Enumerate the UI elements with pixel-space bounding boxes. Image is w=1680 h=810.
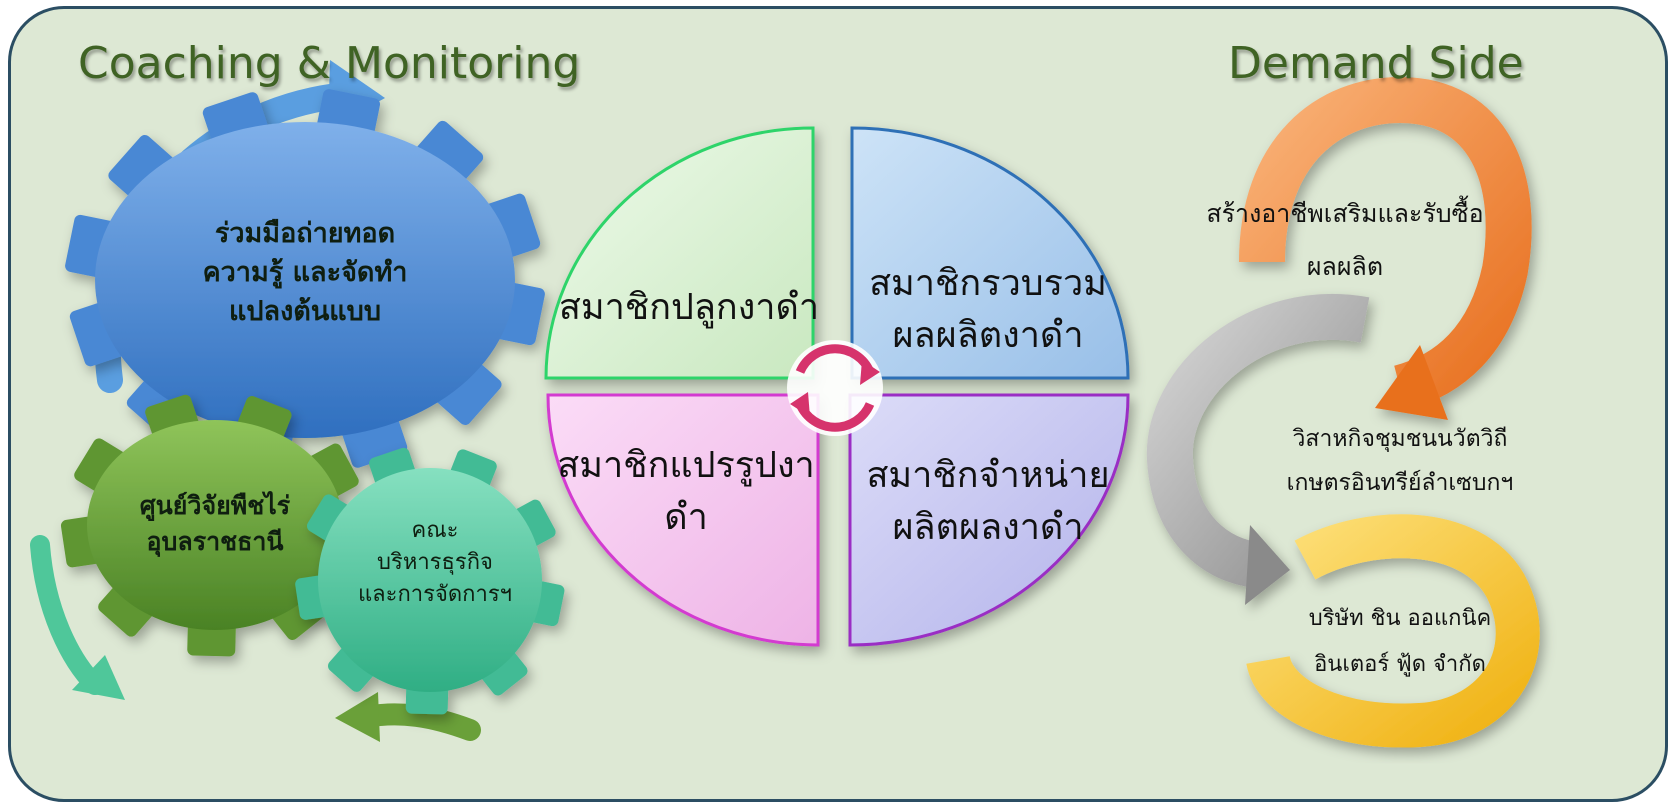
gear-teal-line-2: บริหารธุรกิจ <box>377 549 493 575</box>
gear-blue-label: ร่วมมือถ่ายทอด ความรู้ และจัดทำ แปลงต้นแ… <box>160 214 450 331</box>
gear-teal-label: คณะ บริหารธุรกิจ และการจัดการฯ <box>340 515 530 611</box>
demand-yellow-line-2: อินเตอร์ ฟู้ด จำกัด <box>1314 652 1486 678</box>
gear-blue-line-2: ความรู้ และจัดทำ <box>202 257 408 289</box>
demand-gray-line-2: เกษตรอินทรีย์ลำเซบกฯ <box>1286 469 1514 496</box>
gear-green-label: ศูนย์วิจัยพืชไร่ อุบลราชธานี <box>105 488 325 561</box>
gear-green-line-1: ศูนย์วิจัยพืชไร่ <box>139 491 291 520</box>
gear-blue-line-3: แปลงต้นแบบ <box>229 296 381 328</box>
demand-yellow-label: บริษัท ชิน ออแกนิค อินเตอร์ ฟู้ด จำกัด <box>1270 596 1530 688</box>
gear-blue-line-1: ร่วมมือถ่ายทอด <box>214 218 396 249</box>
quadrant-top-left-label: สมาชิกปลูกงาดำ <box>558 282 820 334</box>
cycle-arrow-bottom <box>361 703 481 741</box>
gear-green <box>60 394 369 657</box>
quadrant-bottom-right-shape <box>848 393 1130 647</box>
cycle-arrow-left <box>30 535 105 695</box>
quadrant-bottom-right-line-1: สมาชิกจำหน่าย <box>866 455 1110 496</box>
coaching-monitoring-title: Coaching & Monitoring <box>78 38 581 89</box>
gear-teal <box>295 447 565 715</box>
gear-teal-line-3: และการจัดการฯ <box>358 581 512 607</box>
quadrant-bottom-left-label: สมาชิกแปรรูปงา ดำ <box>552 440 820 544</box>
demand-yellow-line-1: บริษัท ชิน ออแกนิค <box>1308 606 1492 631</box>
demand-arrow-orange <box>1239 76 1532 420</box>
demand-orange-line-1: สร้างอาชีพเสริมและรับซื้อ <box>1206 199 1484 228</box>
demand-orange-label: สร้างอาชีพเสริมและรับซื้อ ผลผลิต <box>1175 188 1515 293</box>
quadrant-top-right-line-1: สมาชิกรวบรวม <box>869 263 1107 304</box>
quadrant-bottom-left-shape <box>546 393 820 647</box>
quadrant-bottom-left-line-2: ดำ <box>664 497 708 539</box>
demand-arrow-yellow <box>1246 514 1540 748</box>
quadrant-circle <box>544 126 1130 647</box>
quadrant-bottom-right-line-2: ผลิตผลงาดำ <box>892 507 1084 549</box>
quadrant-bottom-right-label: สมาชิกจำหน่าย ผลิตผลงาดำ <box>852 450 1124 554</box>
demand-arrow-gray <box>1146 293 1370 605</box>
gear-green-line-2: อุบลราชธานี <box>146 527 284 557</box>
demand-gray-line-1: วิสาหกิจชุมชนนวัตวิถี <box>1292 426 1508 452</box>
quadrant-top-right-label: สมาชิกรวบรวม ผลผลิตงาดำ <box>852 258 1124 362</box>
gear-teal-line-1: คณะ <box>411 518 459 543</box>
quadrant-top-left-line-1: สมาชิกปลูกงาดำ <box>558 287 820 328</box>
demand-gray-label: วิสาหกิจชุมชนนวัตวิถี เกษตรอินทรีย์ลำเซบ… <box>1245 418 1555 505</box>
demand-orange-line-2: ผลผลิต <box>1306 251 1384 281</box>
cycle-icon <box>787 340 883 436</box>
quadrant-top-left-shape <box>544 126 815 380</box>
quadrant-top-right-shape <box>850 126 1130 380</box>
quadrant-bottom-left-line-1: สมาชิกแปรรูปงา <box>557 445 815 486</box>
cycle-arrow-left-head <box>72 655 125 700</box>
demand-side-title: Demand Side <box>1228 38 1524 89</box>
cycle-arrow-bottom-head <box>335 692 380 742</box>
quadrant-top-right-line-2: ผลผลิตงาดำ <box>892 315 1084 357</box>
